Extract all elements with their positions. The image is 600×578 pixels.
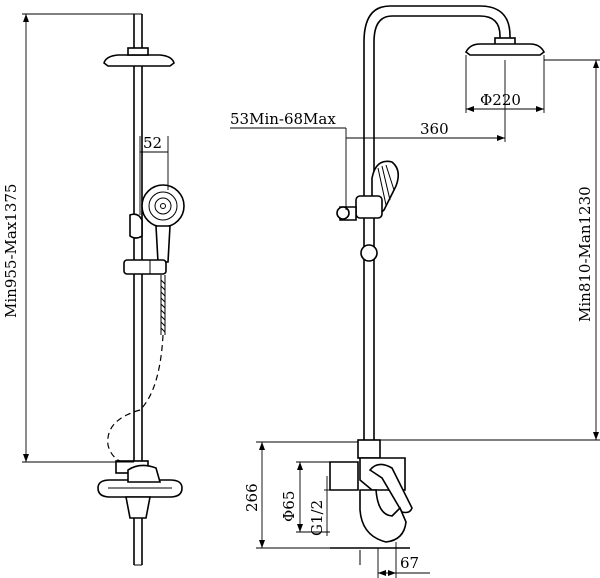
side-holder xyxy=(355,195,383,219)
hose-loop-dashed xyxy=(107,334,164,466)
head-diameter-dimension: Φ220 xyxy=(465,55,545,113)
inlet-spacing-label: Φ65 xyxy=(280,491,298,522)
bar-adjust-dimension: 53Min-68Max xyxy=(230,110,347,210)
mixer-height-dimension: 266 xyxy=(243,441,358,549)
bar-adjust-label: 53Min-68Max xyxy=(230,110,336,128)
slide-holder xyxy=(123,259,167,275)
thread-label: G1/2 xyxy=(308,500,326,536)
head-diameter-label: Φ220 xyxy=(480,91,521,109)
slide-stopper xyxy=(360,244,378,262)
bath-spout xyxy=(359,489,407,543)
hand-shower-face xyxy=(141,184,185,228)
hand-offset-dimension: 52 xyxy=(139,134,169,215)
thread-dimension: G1/2 xyxy=(308,476,330,536)
spout-reach-label: 67 xyxy=(400,554,419,572)
hose-twisted xyxy=(160,275,166,335)
front-shower-head xyxy=(103,54,175,67)
front-head-connector xyxy=(127,47,149,56)
arm-length-label: 360 xyxy=(420,120,449,138)
arm-length-dimension: 360 xyxy=(346,60,506,142)
wall-connector xyxy=(329,461,359,491)
inlet-spacing-dimension: Φ65 xyxy=(280,461,330,533)
head-height-dimension: Min810-Man1230 xyxy=(380,59,600,441)
head-height-label: Min810-Man1230 xyxy=(576,186,594,322)
overall-height-dimension: Min955-Max1375 xyxy=(2,13,134,463)
shower-arm-inner xyxy=(373,15,501,43)
side-view xyxy=(329,5,546,565)
overall-height-label: Min955-Max1375 xyxy=(2,184,20,318)
holder-knob xyxy=(336,206,350,220)
side-diverter xyxy=(357,439,381,459)
hand-shower-handle xyxy=(155,225,171,263)
shower-arm-outer xyxy=(363,5,511,43)
side-shower-head xyxy=(464,43,546,56)
hand-offset-label: 52 xyxy=(143,134,162,152)
spout-reach-dimension: 67 xyxy=(377,542,430,578)
mixer-height-label: 266 xyxy=(243,483,261,512)
front-view xyxy=(97,13,185,566)
lever-handle xyxy=(368,463,413,514)
